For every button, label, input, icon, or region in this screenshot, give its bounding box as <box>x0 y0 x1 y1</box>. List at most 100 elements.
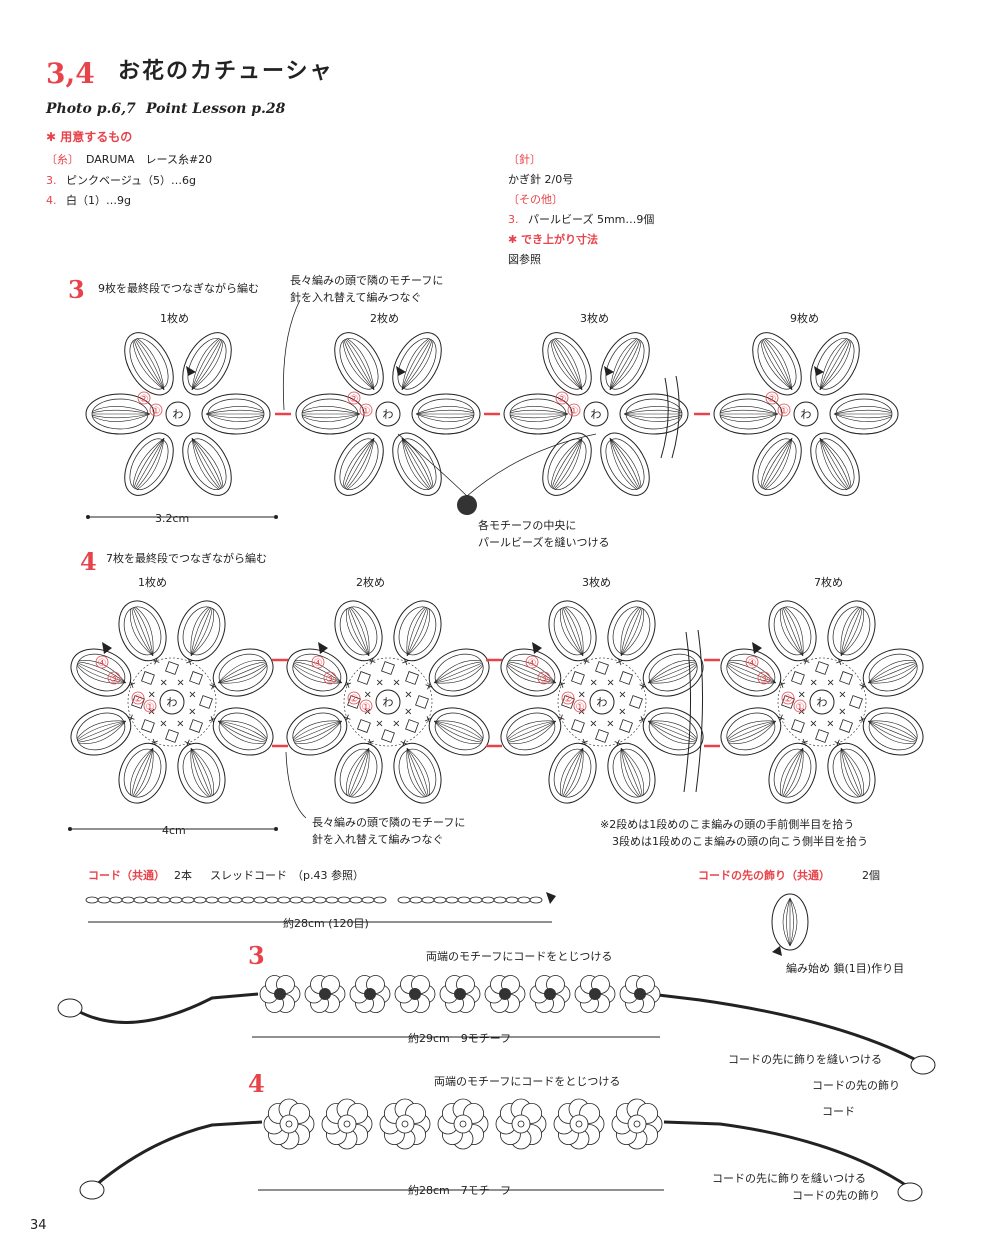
puff-stitch <box>630 696 643 709</box>
chain-stitch <box>170 897 182 903</box>
chain-stitch <box>506 897 518 903</box>
petal: × <box>540 730 607 810</box>
row2-marker-label: ② <box>350 694 359 705</box>
puff-stitch <box>142 672 155 685</box>
puff-stitch <box>382 730 395 743</box>
row1-marker-label: ① <box>146 702 155 713</box>
sc-mark: × <box>125 711 137 724</box>
petal: × <box>714 697 794 764</box>
motif-label-4-7: 7枚め <box>814 576 843 590</box>
omission-break <box>684 630 703 792</box>
section3-number: 3 <box>68 274 85 305</box>
petal <box>173 425 242 504</box>
mini-bead <box>454 988 466 1000</box>
stitch-line <box>868 663 916 683</box>
chain-stitch <box>194 897 206 903</box>
sc-mark: × <box>856 714 868 727</box>
puff-stitch <box>406 720 419 733</box>
stitch-line <box>402 340 431 390</box>
stitch-line <box>763 438 792 488</box>
center-ring-label: わ <box>383 696 394 709</box>
petal <box>743 324 812 403</box>
chain-stitch <box>182 897 194 903</box>
section4-note-2: 3段めは1段めのこま編みの頭の向こう側半目を拾う <box>612 835 868 849</box>
motif-label-3-2: 2枚め <box>370 312 399 326</box>
row3-marker-label: ③ <box>760 674 769 685</box>
chain-stitch <box>350 897 362 903</box>
stitch-line <box>402 438 431 488</box>
chain-stitch <box>470 897 482 903</box>
chain-stitch <box>122 897 134 903</box>
ornament-start-note: 編み始め 鎖(1目)作り目 <box>786 962 904 976</box>
stitch-line <box>820 340 849 390</box>
sc-mark: × <box>392 678 400 689</box>
stitch-line <box>342 436 374 488</box>
sc-mark: × <box>422 714 434 727</box>
petal: × <box>280 697 360 764</box>
stitch-line <box>191 747 215 797</box>
motif-label-4-3: 3枚め <box>582 576 611 590</box>
stitch-line <box>868 721 916 741</box>
mini-center <box>570 1115 588 1133</box>
puff-stitch <box>190 672 203 685</box>
cord-reference: （p.43 参照） <box>292 869 364 883</box>
assembly3-note-2: コードの先の飾り <box>812 1079 900 1093</box>
sc-mark: × <box>800 655 813 667</box>
sc-mark: × <box>590 678 598 689</box>
stitch-line <box>192 340 224 392</box>
sc-mark: × <box>404 690 412 701</box>
stitch-line <box>728 721 778 745</box>
chain-stitch <box>86 897 98 903</box>
row2-marker-label: ② <box>558 394 567 405</box>
mini-bead <box>634 988 646 1000</box>
petal: × <box>200 697 280 764</box>
sc-mark: × <box>580 655 593 667</box>
mini-bead <box>364 988 376 1000</box>
cord-end-triangle <box>546 892 556 904</box>
chain-stitch <box>326 897 338 903</box>
cord-end-ornament <box>80 1181 104 1199</box>
row1-marker-label: ① <box>780 406 789 417</box>
cord-end-ornament <box>898 1183 922 1201</box>
cord-dimension: 約28cm (120目) <box>283 917 369 931</box>
stitch-line <box>841 747 865 797</box>
sc-mark: × <box>159 718 167 729</box>
petal: × <box>850 640 930 707</box>
stitch-line <box>760 436 792 488</box>
chain-stitch <box>362 897 374 903</box>
assembly4-cord-label: コード <box>822 1105 855 1119</box>
stitch-line <box>191 608 211 656</box>
stitch-line <box>621 747 645 797</box>
sc-mark: × <box>826 718 834 729</box>
section4-join-note-1: 長々編みの頭で隣のモチーフに <box>312 816 465 830</box>
chain-stitch <box>134 897 146 903</box>
petal: × <box>760 594 827 674</box>
sc-mark: × <box>206 714 218 727</box>
sc-mark: × <box>364 689 372 700</box>
assembly4-dimension: 約28cm 7モチーフ <box>408 1184 511 1198</box>
row4-marker-label: ④ <box>748 658 757 669</box>
sc-mark: × <box>555 711 567 724</box>
sc-mark: × <box>636 714 648 727</box>
assembly4-note-2: コードの先の飾り <box>792 1189 880 1203</box>
stitch-line <box>192 436 224 488</box>
sc-mark: × <box>147 736 160 748</box>
sc-mark: × <box>375 718 383 729</box>
stitch-line <box>728 721 776 741</box>
petal <box>591 425 660 504</box>
sc-mark: × <box>826 678 834 689</box>
stitch-line <box>191 608 215 658</box>
stitch-line <box>610 438 639 488</box>
chain-stitch <box>446 897 458 903</box>
stitch-line <box>132 340 164 392</box>
motif-section3: わ①② <box>86 324 270 503</box>
join-leader-line <box>286 752 306 818</box>
stitch-line <box>783 608 803 656</box>
stitch-line <box>434 663 482 683</box>
petal <box>533 425 602 504</box>
stitch-line <box>433 659 483 683</box>
row3-marker-label: ③ <box>326 674 335 685</box>
petal: × <box>597 594 664 674</box>
stitch-line <box>217 721 267 745</box>
stitch-line <box>132 436 164 488</box>
